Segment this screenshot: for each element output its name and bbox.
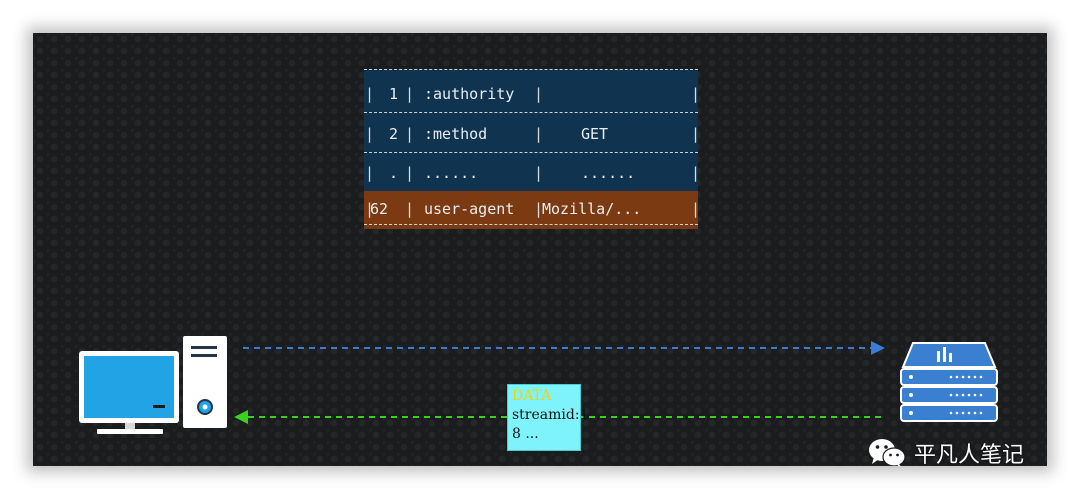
column-divider [365,116,374,152]
column-divider [405,76,414,112]
column-divider [691,116,700,152]
column-divider [691,191,700,227]
table-row-highlighted: 62 user-agent Mozilla/... [364,191,700,227]
table-border [364,224,698,229]
row-index: 2 [380,125,399,143]
watermark: 平凡人笔记 [868,433,1024,466]
wechat-icon [869,439,906,466]
header-value: Mozilla/... [542,200,642,218]
column-divider [534,191,543,227]
hpack-static-table: 1 :authority 2 :method GET . ...... ... [364,69,700,229]
column-divider [405,191,414,227]
column-divider [691,76,700,112]
column-divider [534,116,543,152]
row-index: . [380,164,399,182]
server-rack-icon [900,342,998,422]
table-border [364,69,698,77]
flow-diagram [79,336,998,434]
column-divider [405,116,414,152]
header-name: user-agent [424,200,515,218]
desktop-computer-icon [79,336,227,434]
column-divider [691,155,700,191]
table-row: 1 :authority [364,76,700,112]
row-index: 1 [380,85,399,103]
column-divider [365,191,374,227]
request-arrow [243,341,885,355]
header-name: :authority [424,85,515,103]
column-divider [365,76,374,112]
header-value: GET [581,125,609,143]
data-frame-title: DATA [512,388,552,404]
column-divider [405,155,414,191]
header-name: :method [424,125,488,143]
data-frame-line: streamid:1 [512,407,589,423]
table-row: 2 :method GET [364,116,700,152]
data-frame-line: 8 ... [512,426,539,442]
row-index: 62 [370,200,389,218]
response-arrow [234,410,883,424]
column-divider [365,155,374,191]
table-row: . ...... ...... [364,155,700,191]
column-divider [534,76,543,112]
data-frame-box: DATA streamid:1 8 ... [507,384,589,451]
column-divider [534,155,543,191]
header-value: ...... [581,164,636,182]
diagram-canvas: 1 :authority 2 :method GET . ...... ... [33,33,1047,466]
header-name: ...... [424,164,479,182]
watermark-text: 平凡人笔记 [914,443,1025,466]
